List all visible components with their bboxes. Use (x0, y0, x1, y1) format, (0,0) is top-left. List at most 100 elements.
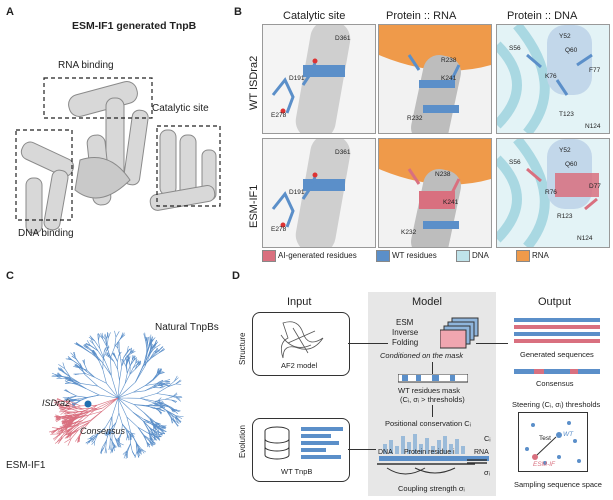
res-label: K241 (441, 75, 457, 82)
protein-structure-illustration (15, 77, 221, 234)
res-label: D77 (589, 183, 601, 190)
res-label: E278 (271, 112, 287, 119)
res-label: N238 (435, 171, 451, 178)
esm-line2: Inverse (392, 328, 419, 337)
legend-swatch-wt (376, 250, 390, 262)
legend-label-wt: WT residues (392, 251, 437, 260)
wt-input-box: WT TnpB (252, 418, 350, 482)
res-label: Y52 (559, 147, 571, 154)
res-label: K76 (545, 73, 557, 80)
col-header-dna: Protein :: DNA (507, 10, 578, 22)
esm-if1-label: ESM-IF1 (6, 460, 46, 471)
res-label: N124 (577, 235, 593, 242)
af2-label: AF2 model (281, 361, 318, 370)
legend-swatch-ai (262, 250, 276, 262)
arrow-up-1 (432, 362, 433, 374)
panel-letter-a: A (6, 6, 14, 18)
res-label: K232 (401, 229, 417, 236)
catalytic-site-label: Catalytic site (152, 103, 209, 114)
rna-binding-label: RNA binding (58, 60, 114, 71)
panel-letter-b: B (234, 6, 242, 18)
generated-label: Generated sequences (520, 350, 594, 359)
res-label: Q60 (565, 161, 578, 168)
connector-structure (348, 343, 388, 344)
coupling-label: Coupling strength σᵢ (398, 484, 465, 493)
steering-label: Steering (Cᵢ, σᵢ) thresholds (512, 400, 601, 409)
tile-wt-rna: R238 K241 R232 (378, 24, 492, 134)
legend-label-rna: RNA (532, 251, 549, 260)
test-label: Test (539, 435, 551, 442)
res-label: R238 (441, 57, 457, 64)
side-label-structure: Structure (238, 332, 247, 365)
legend-label-dna: DNA (472, 251, 489, 260)
res-label: N124 (585, 123, 601, 130)
res-label: Q60 (565, 47, 578, 54)
mask-bar (398, 374, 468, 383)
esm-line3: Folding (392, 338, 419, 347)
positional-label: Positional conservation Cᵢ (385, 419, 471, 428)
arrow-to-output (476, 343, 508, 344)
res-label: D191 (289, 189, 305, 196)
res-label: D191 (289, 75, 305, 82)
legend-label-ai: AI-generated residues (278, 251, 357, 260)
row-label-wt: WT ISDra2 (248, 55, 260, 110)
panel-letter-d: D (232, 270, 240, 282)
header-model: Model (412, 296, 442, 308)
tile-esm-rna: N238 K241 K232 (378, 138, 492, 248)
protein-residue-label: Protein residue i (404, 449, 455, 456)
side-label-evolution: Evolution (238, 425, 247, 458)
res-label: T123 (559, 111, 574, 118)
consensus-label: Consensus (80, 426, 126, 436)
af2-input-box: AF2 model (252, 312, 350, 376)
esm-point-label: ESM-IF (533, 461, 556, 468)
dna-binding-label: DNA binding (18, 228, 74, 239)
res-label: S56 (509, 159, 521, 166)
connector-evolution (348, 449, 376, 450)
wt-point-label: WT (563, 431, 574, 438)
tile-esm-catalytic: D361 D191 E278 (262, 138, 376, 248)
consensus-output-label: Consensus (536, 379, 574, 388)
phylogenetic-tree (48, 330, 184, 459)
header-input: Input (287, 296, 312, 308)
conservation-plot (377, 434, 489, 475)
res-label: E278 (271, 226, 287, 233)
sym-c: Cᵢ (484, 434, 491, 443)
esm-layer-stack (440, 317, 479, 349)
sym-sigma: σᵢ (484, 468, 490, 477)
panel-letter-c: C (6, 270, 14, 282)
res-label: Y52 (559, 33, 571, 40)
col-header-rna: Protein :: RNA (386, 10, 457, 22)
esm-line1: ESM (396, 318, 414, 327)
natural-tnpbs-label: Natural TnpBs (155, 322, 219, 333)
legend-swatch-dna (456, 250, 470, 262)
mask-line1: WT residues mask (398, 386, 460, 395)
res-label: R123 (557, 213, 573, 220)
res-label: D361 (335, 35, 351, 42)
sampling-label: Sampling sequence space (514, 480, 602, 489)
header-output: Output (538, 296, 572, 308)
res-label: R76 (545, 189, 557, 196)
res-label: S56 (509, 45, 521, 52)
legend-swatch-rna (516, 250, 530, 262)
arrow-up-2 (432, 405, 433, 417)
res-label: R232 (407, 115, 423, 122)
sequence-space-box: Test WT ESM-IF (518, 412, 588, 472)
tile-wt-catalytic: D361 D191 E278 (262, 24, 376, 134)
tile-wt-dna: Y52 S56 Q60 K76 F77 T123 N124 (496, 24, 610, 134)
conditioned-label: Conditioned on the mask (380, 351, 463, 360)
mask-line2: (Cᵢ, σᵢ > thresholds) (400, 395, 465, 404)
res-label: D361 (335, 149, 351, 156)
isdra2-marker (84, 400, 92, 408)
wt-tnpb-label: WT TnpB (281, 467, 313, 476)
res-label: F77 (589, 67, 601, 74)
rna-label: RNA (474, 449, 489, 456)
isdra2-label: ISDra2 (42, 398, 71, 408)
col-header-catalytic: Catalytic site (283, 10, 346, 22)
dna-label: DNA (378, 449, 393, 456)
consensus-bar (514, 369, 600, 374)
res-label: K241 (443, 199, 459, 206)
panel-a-title: ESM-IF1 generated TnpB (72, 20, 197, 32)
generated-sequences-bars (514, 318, 600, 343)
tile-esm-dna: Y52 S56 Q60 R76 D77 R123 N124 (496, 138, 610, 248)
row-label-esm: ESM-IF1 (248, 184, 260, 228)
